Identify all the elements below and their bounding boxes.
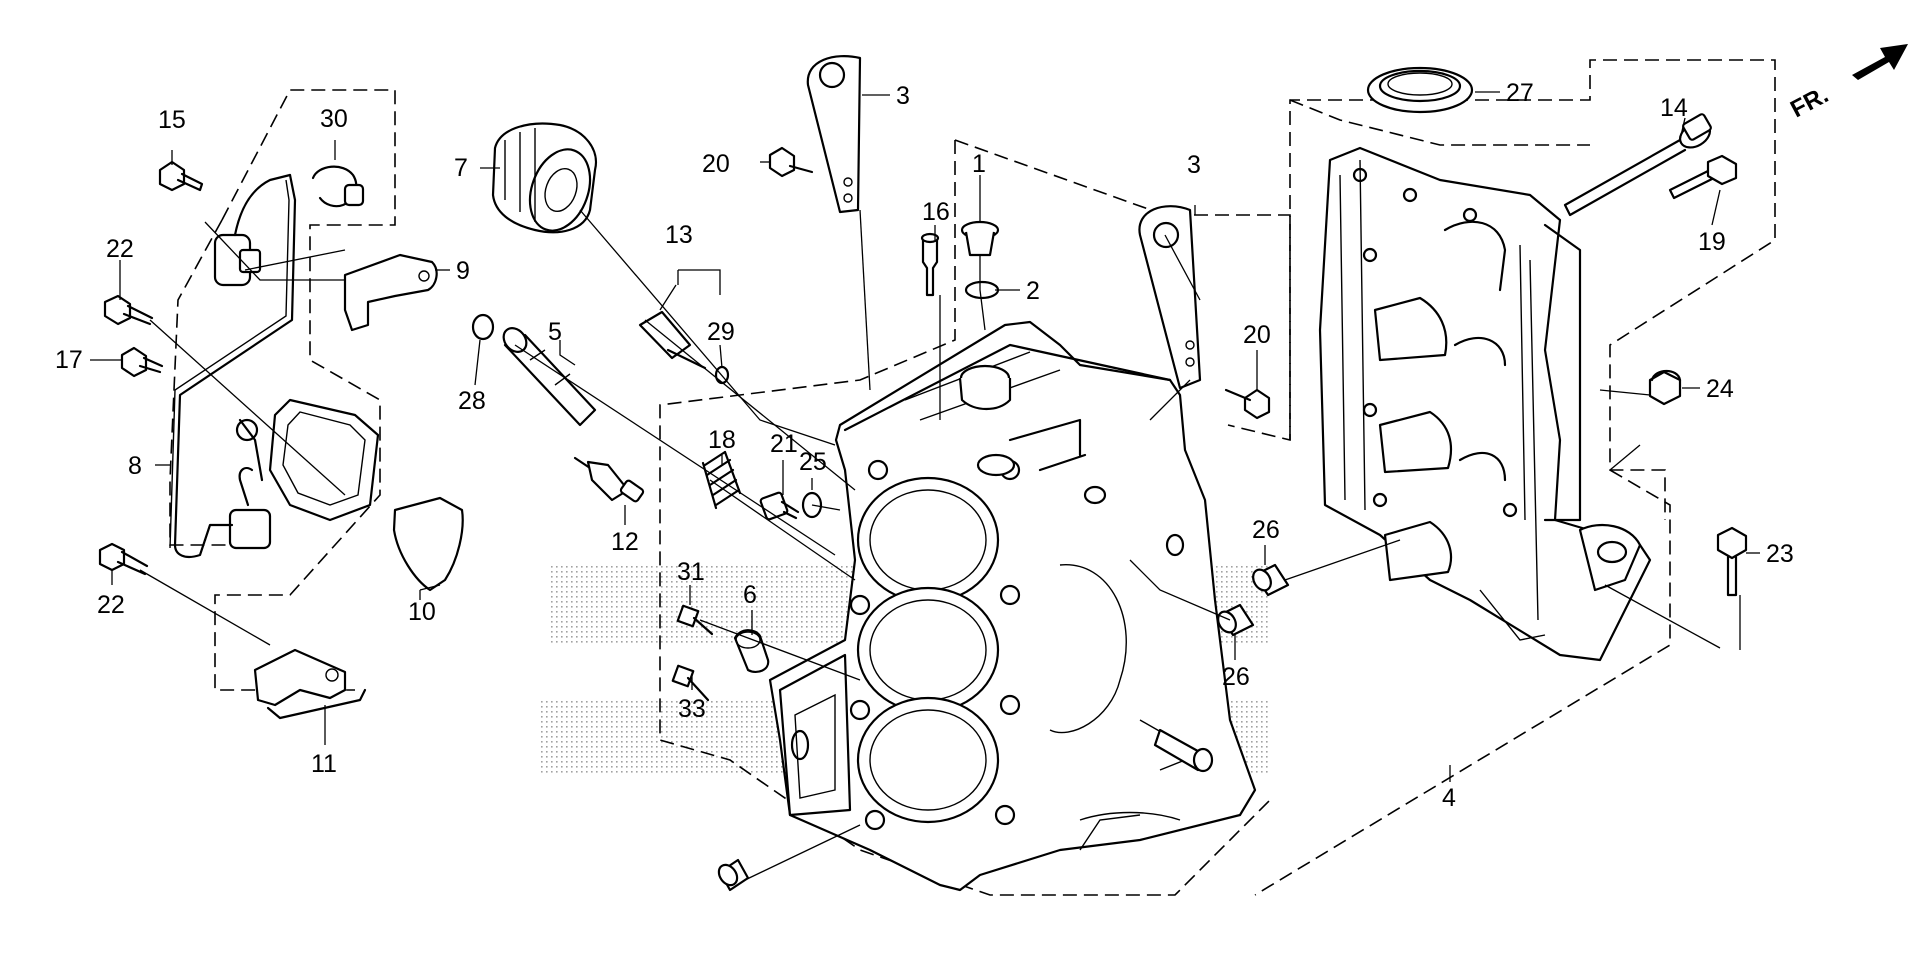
bracket-11	[253, 648, 367, 720]
callout-20-right: 20	[1243, 321, 1271, 349]
bolt-17	[120, 346, 164, 378]
callout-13: 13	[665, 221, 693, 249]
o-ring-28	[471, 313, 495, 341]
callout-2: 2	[1026, 277, 1040, 305]
dowel-pin	[717, 858, 750, 892]
sensor-12	[573, 456, 645, 503]
callout-24: 24	[1706, 375, 1734, 403]
plug-1	[960, 220, 1000, 257]
callout-9: 9	[456, 257, 470, 285]
bolt-15	[158, 160, 204, 192]
callout-19: 19	[1698, 228, 1726, 256]
sensor-harness-8	[169, 173, 297, 559]
callout-22-lower: 22	[97, 591, 125, 619]
callout-21: 21	[770, 430, 798, 458]
callout-20-upper: 20	[702, 150, 730, 178]
clip-30	[311, 165, 365, 208]
bracket-3-right	[1138, 205, 1202, 390]
bolt-20-upper	[768, 146, 814, 178]
callout-17: 17	[55, 346, 83, 374]
bolt-19	[1668, 154, 1738, 200]
forward-arrow-icon	[1852, 44, 1908, 80]
callout-16: 16	[922, 198, 950, 226]
collar-6	[733, 629, 770, 674]
bracket-3-left	[806, 55, 862, 214]
bolt-33	[671, 664, 710, 702]
cap-nut-24	[1648, 369, 1682, 406]
callout-10: 10	[408, 598, 436, 626]
callout-7: 7	[454, 154, 468, 182]
callout-3-left: 3	[896, 82, 910, 110]
callout-26-lower: 26	[1222, 663, 1250, 691]
parts	[98, 55, 1748, 892]
bolt-20-right	[1224, 388, 1271, 420]
bolt-14	[1563, 113, 1712, 217]
sensor-16	[920, 232, 940, 297]
callout-28: 28	[458, 387, 486, 415]
callout-15: 15	[158, 106, 186, 134]
cylinder-block	[768, 320, 1257, 892]
callout-18: 18	[708, 426, 736, 454]
callout-11: 11	[311, 750, 337, 778]
callout-27: 27	[1506, 79, 1534, 107]
callout-31: 31	[677, 558, 705, 586]
callout-12: 12	[611, 528, 639, 556]
washer-25	[801, 491, 823, 519]
fitting-5	[502, 327, 597, 427]
callout-14: 14	[1660, 94, 1688, 122]
callout-1: 1	[972, 150, 986, 178]
front-direction-marker: FR.	[1786, 44, 1908, 123]
callout-labels: 1 2 3 3 4 5 6 7 8 9 10 11 12 13 14 15 16…	[55, 79, 1794, 812]
callout-29: 29	[707, 318, 735, 346]
callout-5: 5	[548, 318, 562, 346]
callout-25: 25	[799, 448, 827, 476]
callout-8: 8	[128, 452, 142, 480]
bolt-21	[759, 491, 800, 521]
callout-23: 23	[1766, 540, 1794, 568]
gasket-10	[392, 496, 464, 592]
crankcase	[1318, 146, 1652, 662]
bolt-22-upper	[103, 294, 154, 326]
sensor-cover	[235, 398, 380, 522]
bolt-31	[676, 604, 714, 636]
callout-3-right: 3	[1187, 151, 1201, 179]
callout-4: 4	[1442, 784, 1456, 812]
oil-filter-7	[491, 122, 598, 234]
dowel-26-upper	[1252, 563, 1290, 597]
bolt-22-lower	[98, 542, 149, 576]
bolt-23	[1716, 526, 1748, 597]
callout-30: 30	[320, 105, 348, 133]
callout-26-upper: 26	[1252, 516, 1280, 544]
callout-22-upper: 22	[106, 235, 134, 263]
callout-33: 33	[678, 695, 706, 723]
callout-6: 6	[743, 581, 757, 609]
front-label: FR.	[1786, 81, 1833, 123]
leader-lines	[90, 91, 1760, 881]
bracket-9	[343, 253, 438, 332]
oil-seal-27	[1366, 66, 1474, 114]
washer-2	[964, 280, 1000, 300]
